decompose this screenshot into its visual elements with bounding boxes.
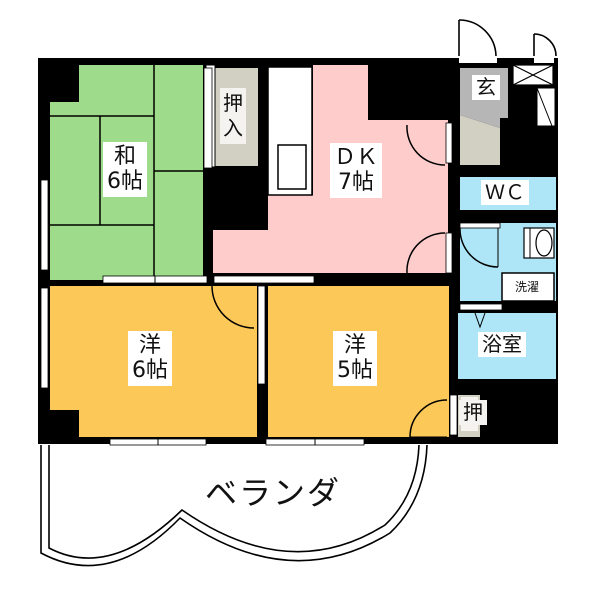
veranda-outline	[40, 444, 428, 567]
dk-name: ＤＫ	[334, 145, 379, 170]
dk-size: 7帖	[338, 170, 374, 196]
washitsu-name: 和	[113, 144, 136, 169]
washroom-area	[459, 222, 556, 311]
bath-label: 浴室	[478, 332, 526, 357]
genkan-label: 玄	[472, 75, 500, 100]
youshitsu-5-label: 洋 5帖	[333, 331, 377, 386]
youshitsu-6-size: 6帖	[132, 358, 168, 384]
dk-label: ＤＫ 7帖	[330, 143, 383, 198]
veranda-label: ベランダ	[205, 474, 342, 512]
youshitsu-5-size: 5帖	[337, 358, 373, 384]
oshiire-2-label: 押	[459, 400, 487, 425]
oshiire-1-label: 押 入	[220, 88, 246, 144]
oshiire-1-line2: 入	[223, 116, 243, 140]
wc-label: ＷＣ	[481, 180, 529, 205]
laundry-label: 洗濯	[512, 280, 543, 296]
youshitsu-5-name: 洋	[343, 333, 366, 358]
washitsu-label: 和 6帖	[103, 142, 147, 197]
washitsu-size: 6帖	[107, 169, 143, 195]
oshiire-1-line1: 押	[223, 91, 243, 115]
youshitsu-6-label: 洋 6帖	[128, 331, 172, 386]
youshitsu-6-name: 洋	[138, 333, 161, 358]
